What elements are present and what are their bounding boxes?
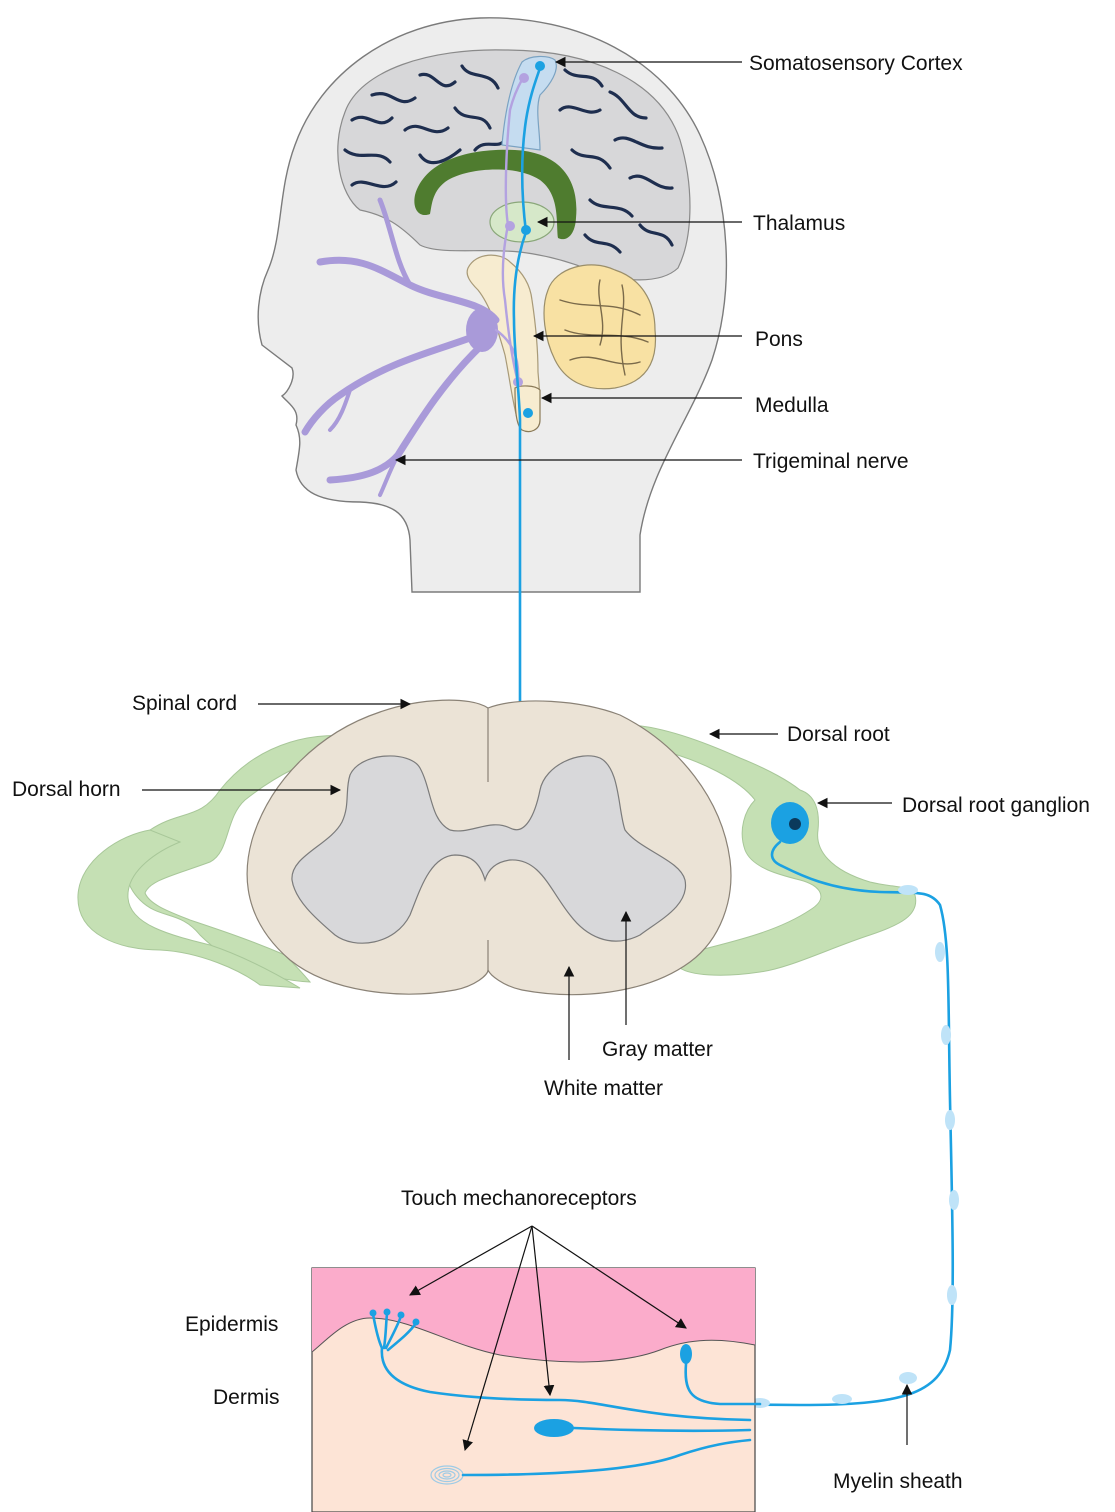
label-dermis: Dermis (213, 1386, 280, 1409)
neuron-cortex (535, 61, 545, 71)
label-dorsal-horn: Dorsal horn (12, 778, 121, 801)
label-dorsal-root-ganglion: Dorsal root ganglion (902, 794, 1090, 817)
label-epidermis: Epidermis (185, 1313, 278, 1336)
meissner-corpuscle (680, 1344, 692, 1364)
label-dorsal-root: Dorsal root (787, 723, 890, 746)
lavender-neuron-1 (519, 73, 529, 83)
ganglion-nucleus (789, 818, 801, 830)
label-somatosensory-cortex: Somatosensory Cortex (749, 52, 963, 75)
label-pons: Pons (755, 328, 803, 351)
label-medulla: Medulla (755, 394, 829, 417)
skin-section (312, 1268, 760, 1512)
lavender-neuron-2 (505, 221, 515, 231)
neuron-thalamus (521, 225, 531, 235)
neuron-medulla (523, 408, 533, 418)
label-gray-matter: Gray matter (602, 1038, 713, 1061)
label-thalamus: Thalamus (753, 212, 845, 235)
label-myelin-sheath: Myelin sheath (833, 1470, 963, 1493)
head-illustration (258, 18, 726, 592)
label-trigeminal-nerve: Trigeminal nerve (753, 450, 909, 473)
label-white-matter: White matter (544, 1077, 663, 1100)
ruffini-ending (534, 1419, 574, 1437)
label-touch-mechanoreceptors: Touch mechanoreceptors (401, 1187, 637, 1210)
label-spinal-cord: Spinal cord (132, 692, 237, 715)
